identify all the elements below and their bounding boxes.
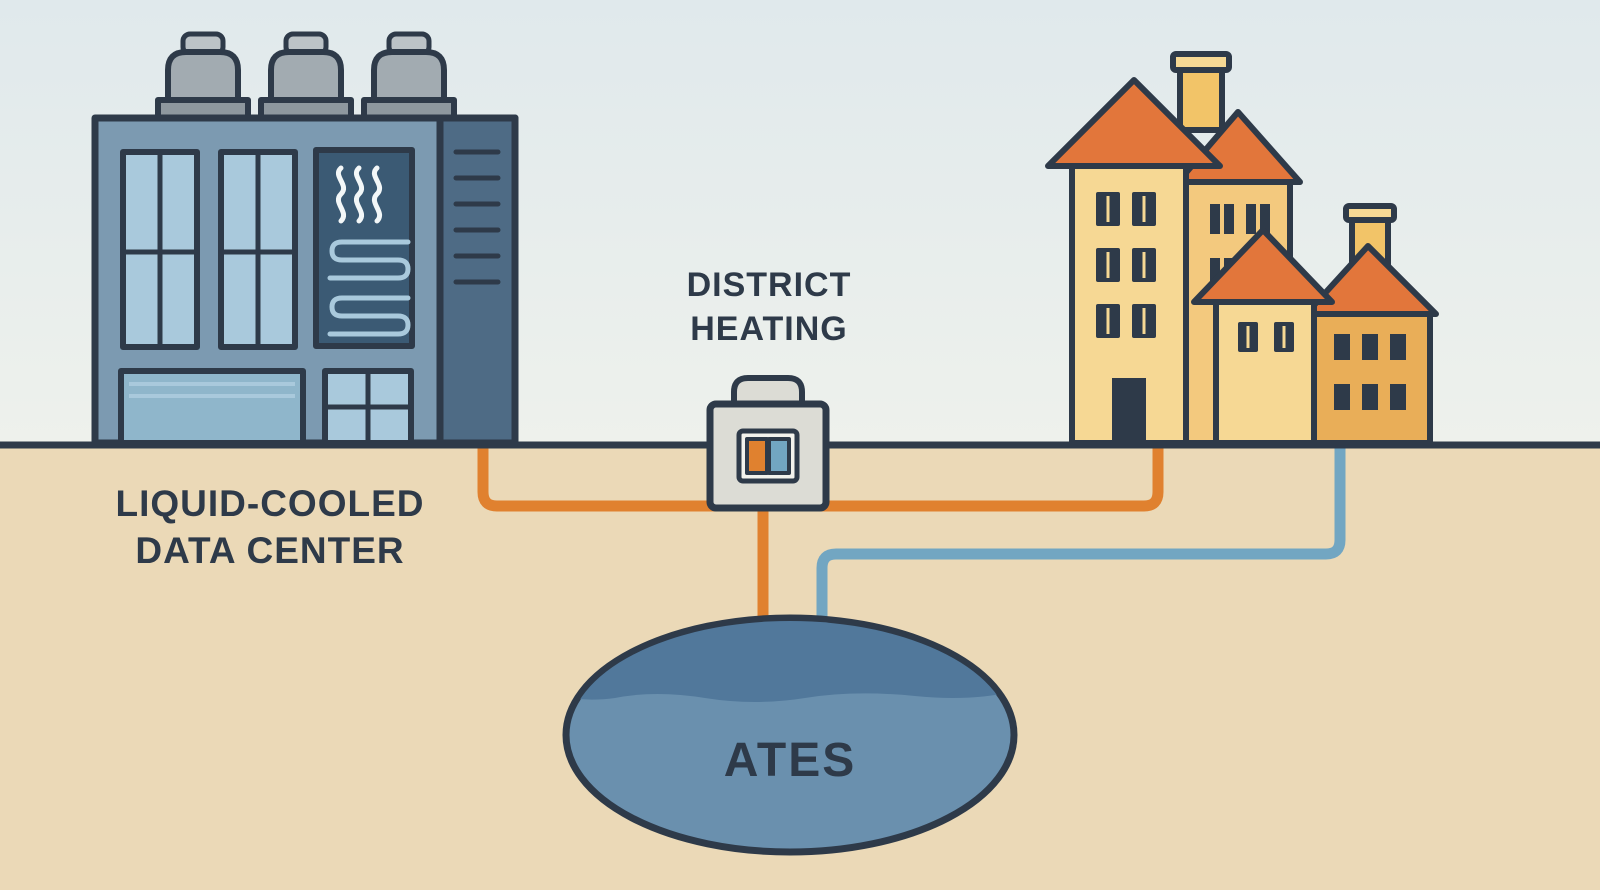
data-center-building [91, 31, 519, 447]
chimney-cap [1170, 51, 1232, 73]
house-small [1191, 203, 1439, 446]
vent-body [165, 49, 241, 105]
station-cap [731, 375, 805, 409]
steam-wave [371, 165, 383, 224]
steam-wave [335, 165, 347, 224]
window [1390, 384, 1406, 410]
window [1246, 204, 1256, 234]
ates-reservoir [562, 614, 1018, 856]
main-roof [1045, 77, 1223, 169]
window-grid-left [120, 149, 200, 350]
main-body [1213, 293, 1317, 446]
district-heating-station [706, 375, 830, 512]
main-roof [1191, 227, 1335, 305]
side-wing-roof [1303, 243, 1439, 317]
front-door [1112, 378, 1146, 443]
main-facade-windows [1096, 192, 1156, 338]
side-wing-windows [1334, 334, 1406, 410]
coil-line [327, 239, 411, 281]
cooling-coil-icon [327, 239, 411, 337]
cold-return-pipe-homes-to-ates [816, 446, 1346, 648]
heat-waves-icon [335, 165, 383, 224]
district-heating-label-line1: DISTRICT [686, 266, 852, 304]
house-tall [1045, 51, 1303, 446]
heat-panel [313, 147, 415, 349]
door-panel [118, 368, 306, 446]
heat-exchanger-icon [736, 428, 800, 484]
data-center-label-line1: LIQUID-COOLED [115, 483, 425, 524]
window [1362, 384, 1378, 410]
wing-ladder-lines [453, 149, 501, 285]
chimney-cap [1343, 203, 1397, 223]
ates-label: ATES [640, 730, 940, 791]
ates-top-band [569, 621, 1011, 702]
roof-vent-3 [361, 31, 457, 123]
heat-exchanger-cold-side [767, 437, 791, 475]
ates-label-text: ATES [723, 734, 857, 787]
vent-body [268, 49, 344, 105]
window [1224, 204, 1234, 234]
main-facade-windows [1238, 322, 1294, 352]
coil-line [327, 295, 411, 337]
window [1260, 204, 1270, 234]
steam-wave [353, 165, 365, 224]
heat-exchanger-hot-side [745, 437, 769, 475]
residential-buildings [1045, 51, 1439, 446]
window [1390, 334, 1406, 360]
lower-window [322, 368, 414, 446]
data-center-label: LIQUID-COOLED DATA CENTER [70, 480, 470, 575]
data-center-label-line2: DATA CENTER [135, 530, 405, 572]
vent-body [371, 49, 447, 105]
side-wing-body [1311, 307, 1433, 446]
roof-vent-1 [155, 31, 251, 123]
chimney-stack [1177, 63, 1225, 133]
window [1210, 258, 1220, 288]
window [1334, 334, 1350, 360]
roof-vent-2 [258, 31, 354, 123]
district-heating-label: DISTRICT HEATING [601, 264, 937, 351]
pipes [477, 446, 1346, 648]
loading-door [118, 368, 306, 446]
window [1334, 384, 1350, 410]
district-heating-label-line2: HEATING [690, 309, 848, 348]
chimney-tall-house [1170, 51, 1232, 133]
window [1210, 204, 1220, 234]
window-grid-center [218, 149, 298, 350]
window [1362, 334, 1378, 360]
